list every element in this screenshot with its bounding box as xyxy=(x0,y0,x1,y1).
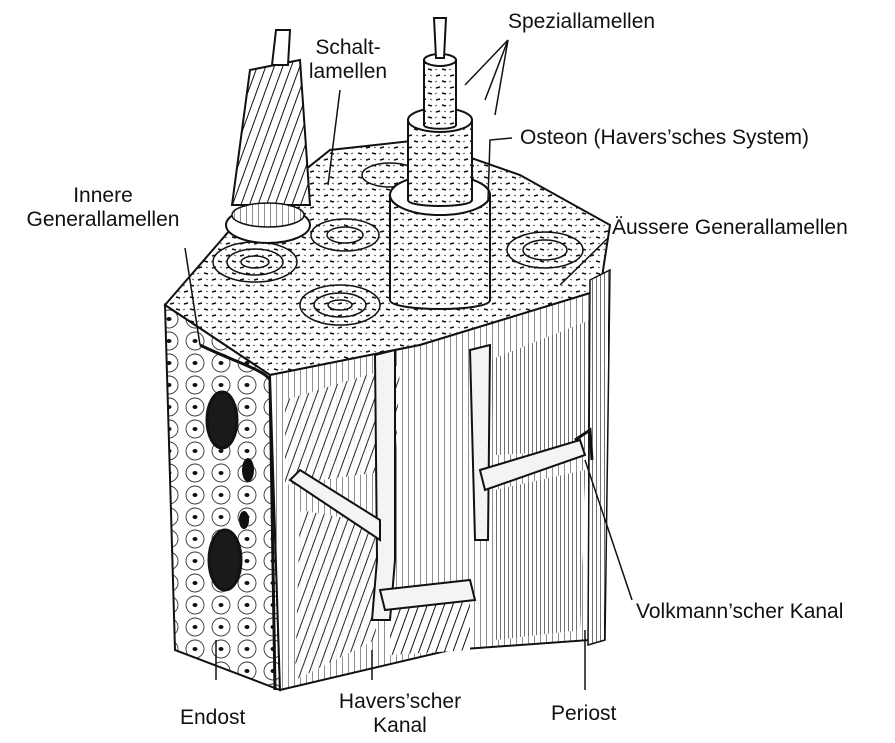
marrow-cavity-upper xyxy=(207,392,237,448)
label-havers-kanal: Havers’scher Kanal xyxy=(330,690,470,738)
label-schaltlamellen-line1: Schalt- xyxy=(308,36,388,60)
label-schaltlamellen: Schalt- lamellen xyxy=(308,36,388,84)
left-fiber-bundle xyxy=(226,30,310,243)
label-speziallamellen: Speziallamellen xyxy=(508,10,655,34)
label-havers-line1: Havers’scher xyxy=(330,690,470,714)
label-aeussere-generallamellen: Äussere Generallamellen xyxy=(612,216,848,240)
label-innere-line2: Generallamellen xyxy=(8,208,198,232)
label-innere-generallamellen: Innere Generallamellen xyxy=(8,184,198,232)
label-volkmann-kanal: Volkmann’scher Kanal xyxy=(636,600,843,624)
label-innere-line1: Innere xyxy=(8,184,198,208)
label-periost: Periost xyxy=(551,702,616,726)
marrow-cavity-lower xyxy=(209,530,241,590)
label-havers-line2: Kanal xyxy=(330,714,470,738)
label-schaltlamellen-line2: lamellen xyxy=(308,60,388,84)
leader-speziallamellen-2 xyxy=(485,40,508,100)
label-endost: Endost xyxy=(180,706,245,730)
label-osteon: Osteon (Havers’sches System) xyxy=(520,126,809,150)
